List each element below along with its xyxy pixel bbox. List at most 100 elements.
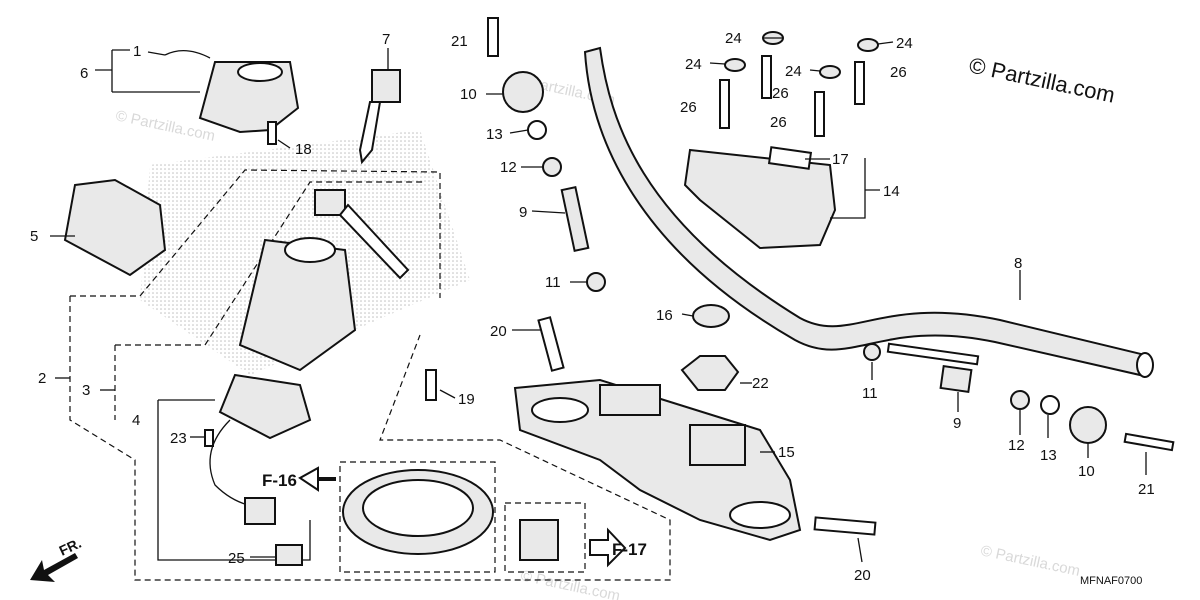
callout-6[interactable]: 6 <box>80 65 88 82</box>
outline-4 <box>157 399 311 561</box>
callout-2[interactable]: 2 <box>38 370 46 387</box>
part-24-cap <box>857 38 879 52</box>
callout-1[interactable]: 1 <box>133 43 141 60</box>
callout-12-right[interactable]: 12 <box>1008 437 1025 454</box>
callout-24-a[interactable]: 24 <box>725 30 742 47</box>
callout-21-right[interactable]: 21 <box>1138 481 1155 498</box>
callout-24-b[interactable]: 24 <box>896 35 913 52</box>
ref-f16[interactable]: F-16 <box>262 471 297 490</box>
part-ignition-key <box>314 189 346 216</box>
part-15-top-bridge <box>513 378 802 542</box>
part-22-nut <box>680 355 740 391</box>
callout-4[interactable]: 4 <box>132 412 140 429</box>
part-20-bolt-lower <box>813 516 877 536</box>
callout-14[interactable]: 14 <box>883 183 900 200</box>
callout-5[interactable]: 5 <box>30 228 38 245</box>
callout-22[interactable]: 22 <box>752 375 769 392</box>
callout-16[interactable]: 16 <box>656 307 673 324</box>
callout-26-c[interactable]: 26 <box>680 99 697 116</box>
front-arrow-icon <box>30 553 78 582</box>
callout-10-left[interactable]: 10 <box>460 86 477 103</box>
group-outlines <box>69 169 671 581</box>
part-21-screw <box>487 17 499 57</box>
part-26-bolt <box>761 55 772 99</box>
copyright-symbol: © <box>967 52 988 80</box>
part-13-collar-right <box>1040 395 1060 415</box>
outline-2b <box>69 296 671 581</box>
callout-26-d[interactable]: 26 <box>770 114 787 131</box>
part-10-weight <box>502 71 544 113</box>
callout-24-d[interactable]: 24 <box>785 63 802 80</box>
callout-9-right[interactable]: 9 <box>953 415 961 432</box>
part-lock <box>519 519 559 561</box>
part-9-shaft <box>560 186 590 252</box>
part-12-washer-right <box>1010 390 1030 410</box>
callout-21-left[interactable]: 21 <box>451 33 468 50</box>
part-15-clamp <box>689 424 746 466</box>
part-fuel-cap-inner <box>362 479 474 537</box>
part-1-circlip <box>164 50 211 59</box>
part-15-clamp <box>599 384 661 416</box>
part-21-screw-right <box>1123 432 1175 452</box>
callout-18[interactable]: 18 <box>295 141 312 158</box>
part-26-bolt <box>719 79 730 129</box>
brand-name: Partzilla.com <box>989 57 1117 108</box>
part-23-screw <box>204 429 214 447</box>
callout-11-left[interactable]: 11 <box>545 274 561 291</box>
f16-arrow-icon <box>298 466 336 492</box>
part-15-hole <box>531 397 589 423</box>
callout-11-right[interactable]: 11 <box>862 385 878 402</box>
part-26-bolt <box>814 91 825 137</box>
callout-12-left[interactable]: 12 <box>500 159 517 176</box>
part-17-plate <box>767 146 813 170</box>
leader-lines <box>50 37 1147 563</box>
callout-26-a[interactable]: 26 <box>890 64 907 81</box>
part-shapes <box>63 17 1175 566</box>
callout-numbers: 1 6 7 18 5 2 3 4 23 25 19 21 10 13 12 9 … <box>30 30 1155 584</box>
part-15-hole <box>729 501 791 529</box>
part-14-holder <box>683 148 837 250</box>
part-9-collar-right <box>939 365 973 393</box>
ref-f17[interactable]: F-17 <box>612 540 647 559</box>
callout-24-c[interactable]: 24 <box>685 56 702 73</box>
callout-25[interactable]: 25 <box>228 550 245 567</box>
part-6-top <box>237 62 283 82</box>
part-4-connector <box>244 497 276 525</box>
part-10-weight-right <box>1069 406 1107 444</box>
part-19-bolt <box>425 369 437 401</box>
callout-13-right[interactable]: 13 <box>1040 447 1057 464</box>
outline-3 <box>115 181 425 346</box>
brand-label: © Partzilla.com <box>967 52 1117 107</box>
callout-17[interactable]: 17 <box>832 151 849 168</box>
callout-10-right[interactable]: 10 <box>1078 463 1095 480</box>
callout-15[interactable]: 15 <box>778 444 795 461</box>
callout-19[interactable]: 19 <box>458 391 475 408</box>
part-11-nut <box>586 272 606 292</box>
part-7-key-head <box>371 69 401 103</box>
callout-3[interactable]: 3 <box>82 382 90 399</box>
callout-20-right[interactable]: 20 <box>854 567 871 584</box>
callout-13-left[interactable]: 13 <box>486 126 503 143</box>
outline-fuel-cap <box>339 461 496 573</box>
f17-arrow-icon <box>589 527 627 568</box>
callout-23[interactable]: 23 <box>170 430 187 447</box>
callout-8[interactable]: 8 <box>1014 255 1022 272</box>
part-7-key-blade <box>358 101 382 165</box>
part-26-bolt <box>854 61 865 105</box>
callout-9-left[interactable]: 9 <box>519 204 527 221</box>
front-arrow-label: FR. <box>57 535 84 559</box>
part-12-washer <box>542 157 562 177</box>
part-24-cap <box>819 65 841 79</box>
part-24-cap <box>724 58 746 72</box>
part-11-nut-right <box>863 343 881 361</box>
part-16-cap <box>692 304 730 328</box>
callout-26-b[interactable]: 26 <box>772 85 789 102</box>
outline-2 <box>70 169 441 298</box>
watermark-text: © Partzilla.com <box>979 542 1081 580</box>
callout-7[interactable]: 7 <box>382 31 390 48</box>
part-9-shaft-right <box>886 342 980 366</box>
callout-20-left[interactable]: 20 <box>490 323 507 340</box>
part-25-connector <box>275 544 303 566</box>
part-18-screw <box>267 121 277 145</box>
